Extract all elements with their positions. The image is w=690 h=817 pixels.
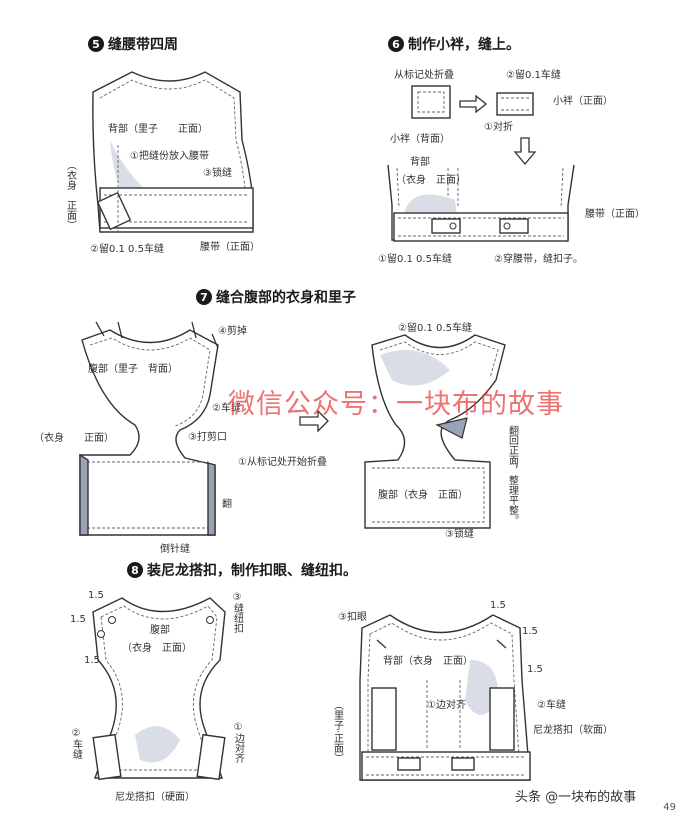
step-title-text: 缝腰带四周	[108, 37, 178, 53]
label-m15: 1.5	[70, 614, 86, 625]
step-title-text: 装尼龙搭扣，制作扣眼、缝纽扣。	[147, 563, 357, 579]
arrow-down-icon	[513, 137, 537, 166]
arrow-right-icon	[459, 94, 488, 114]
label-lining-front: （里子·正面）	[332, 700, 344, 763]
step-6-title: 6 制作小袢，缝上。	[388, 34, 520, 54]
label-body-front-small: （衣身 正面）	[396, 173, 466, 186]
step-number: 5	[88, 36, 104, 52]
label-velcro-soft: 尼龙搭扣（软面）	[533, 723, 613, 736]
label-m15: 1.5	[527, 664, 543, 675]
belly-lining-left	[79, 329, 219, 536]
label-leave-c: ②留0.1 0.5车缝	[398, 321, 472, 334]
label-sew-2b: ②车缝	[71, 728, 83, 759]
step-number: 6	[388, 36, 404, 52]
belly-piece-outline	[92, 597, 226, 779]
label-loop-back: 小袢（背面）	[390, 132, 450, 145]
label-body-front-c: （衣身 正面）	[34, 431, 114, 444]
label-align-fold: ①对折	[484, 120, 513, 133]
label-back-body: 背部（衣身 正面）	[383, 654, 473, 667]
source-credit: 头条 @一块布的故事	[512, 786, 640, 805]
belt-bottom	[361, 751, 531, 781]
label-m15: 1.5	[84, 655, 100, 666]
label-sew-2: ②车缝	[212, 401, 241, 414]
loop-attached-left	[397, 757, 421, 771]
label-leave-seam: ②留0.1 0.5车缝	[90, 242, 164, 255]
step-title-text: 制作小袢，缝上。	[408, 37, 520, 53]
velcro-left	[92, 733, 122, 781]
label-m15: 1.5	[522, 626, 538, 637]
label-sew-2c: ②车缝	[537, 698, 566, 711]
label-belt-front-b: 腰带（正面）	[585, 208, 645, 220]
step-6-diagram: 从标记处折叠 ②留0.1车缝 小袢（正面） 小袢（背面） ①对折 背部 （衣身 …	[378, 68, 645, 265]
label-align-edge: ①边对齐	[233, 722, 245, 764]
label-m15: 1.5	[490, 600, 506, 611]
step-number: 8	[127, 562, 143, 578]
step-8-title: 8 装尼龙搭扣，制作扣眼、缝纽扣。	[127, 560, 357, 580]
watermark-text: 微信公众号：一块布的故事	[228, 389, 564, 420]
label-back-small: 背部	[410, 155, 430, 168]
velcro-right	[196, 733, 226, 781]
label-lock-stitch-b: ③锁缝	[445, 527, 474, 540]
label-buttonhole: ③扣眼	[338, 610, 367, 623]
label-leave-01: ②留0.1车缝	[506, 68, 561, 81]
button-icon	[503, 222, 511, 230]
folded-loop	[496, 92, 534, 116]
arrow-right-icon	[299, 409, 329, 433]
label-belt-front: 腰带（正面）	[200, 241, 260, 253]
button-icon	[97, 630, 105, 638]
label-backstitch: 倒针缝	[160, 542, 190, 555]
button-icon	[449, 222, 457, 230]
label-align-edge-b: ①边对齐	[427, 698, 466, 711]
label-sew-button: ③缝纽扣	[232, 592, 244, 634]
button-icon	[108, 616, 116, 624]
label-leave-b: ①留0.1 0.5车缝	[378, 252, 452, 265]
label-m15: 1.5	[88, 590, 104, 601]
label-body-front: （衣身 正面）	[65, 160, 77, 230]
label-trim: ④剪掉	[218, 324, 247, 337]
page-number: 49	[663, 802, 676, 813]
label-back-lining: 背部（里子 正面）	[108, 122, 208, 135]
loop-attached-right	[451, 757, 475, 771]
step-8-right-diagram: ③扣眼 1.5 1.5 1.5 背部（衣身 正面） ①边对齐 ②车缝 尼龙搭扣（…	[332, 600, 613, 781]
folded-corner	[435, 417, 468, 439]
label-belly-body: 腹部（衣身 正面）	[378, 488, 468, 501]
label-velcro-hard: 尼龙搭扣（硬面）	[115, 790, 195, 803]
velcro-soft-left	[371, 687, 397, 751]
step-5-title: 5 缝腰带四周	[88, 34, 178, 54]
label-clip: ③打剪口	[188, 430, 227, 443]
step-5-diagram: 背部（里子 正面） ①把缝份放入腰带 ③锁缝 （衣身 正面） ②留0.1 0.5…	[65, 71, 260, 255]
label-loop-front: 小袢（正面）	[553, 94, 613, 107]
buttonhole-marks	[376, 639, 507, 649]
label-fold-from-mark: 从标记处折叠	[394, 68, 454, 81]
label-flip: 翻	[222, 498, 232, 510]
step-7-title: 7 缝合腹部的衣身和里子	[196, 287, 356, 307]
waistband-fold-corner	[96, 191, 132, 231]
back-body-outline	[359, 614, 531, 781]
button-icon	[206, 616, 214, 624]
step-7-diagram: 腹部（里子 背面） ②车缝 ③打剪口 ④剪掉 （衣身 正面） ①从标记处开始折叠…	[34, 321, 519, 555]
label-put-seam: ①把缝份放入腰带	[130, 149, 209, 162]
step-title-text: 缝合腹部的衣身和里子	[216, 290, 356, 306]
step-8-left-diagram: 1.5 1.5 1.5 腹部 （衣身 正面） ③缝纽扣 ②车缝 ①边对齐 尼龙搭…	[70, 590, 245, 803]
velcro-soft-right	[489, 687, 515, 751]
fold-edge-right	[207, 462, 216, 536]
waistband	[393, 212, 569, 242]
label-belly-lining: 腹部（里子 背面）	[88, 362, 178, 375]
step-number: 7	[196, 289, 212, 305]
label-lock-stitch: ③锁缝	[203, 166, 232, 179]
fold-edge-left	[79, 453, 89, 536]
label-flip-tidy: 翻回正面，整理平整。	[507, 425, 519, 525]
label-fold-mark-start: ①从标记处开始折叠	[238, 455, 327, 468]
label-body-front-d: （衣身 正面）	[122, 641, 192, 654]
label-through-belt: ②穿腰带，缝扣子。	[494, 252, 583, 265]
label-belly: 腹部	[150, 623, 170, 636]
